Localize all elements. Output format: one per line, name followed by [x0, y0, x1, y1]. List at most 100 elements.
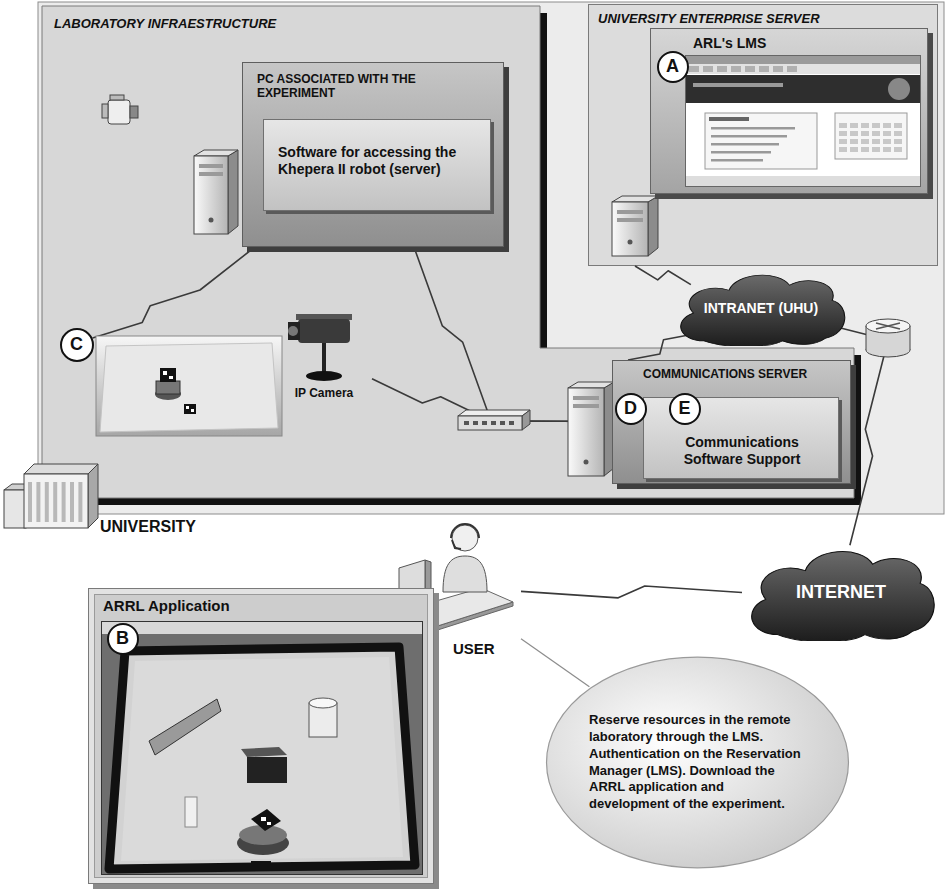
- callout-circle: C: [60, 328, 94, 362]
- arena-walls: [109, 647, 415, 869]
- router-body: [866, 326, 910, 350]
- ip-camera: IP Camera: [284, 312, 372, 414]
- stand-base: [306, 371, 342, 381]
- toolbar-button: [759, 66, 769, 72]
- calendar-cell: [850, 139, 858, 144]
- node-label: Reserve resources in the remote laborato…: [589, 712, 803, 813]
- user-torso: [443, 556, 487, 592]
- building-column: [28, 482, 32, 522]
- software-box: Software for accessing the Khepera II ro…: [263, 119, 491, 211]
- callout-letter: A: [659, 56, 686, 78]
- annex-front: [4, 490, 26, 528]
- calendar-cell: [883, 139, 891, 144]
- internet-cloud: INTERNET: [742, 545, 940, 641]
- calendar-cell: [894, 123, 902, 128]
- callout-circle: E: [669, 393, 701, 425]
- node-label: USER: [453, 640, 513, 658]
- router-arrows: [876, 323, 900, 329]
- calendar-cell: [850, 123, 858, 128]
- region-fill: [589, 5, 938, 266]
- router-icon: [866, 319, 910, 357]
- node-label: UNIVERSITY ENTERPRISE SERVER: [598, 11, 918, 27]
- calendar-cell: [872, 147, 880, 152]
- callout-letter: B: [109, 628, 136, 650]
- calendar-cell: [839, 123, 847, 128]
- toolbar-button: [703, 66, 713, 72]
- calendar-cell: [872, 123, 880, 128]
- router-body: [866, 326, 910, 350]
- calendar-cell: [883, 147, 891, 152]
- calendar-cell: [894, 131, 902, 136]
- headset: [451, 524, 479, 549]
- network-link: [635, 266, 691, 285]
- calendar-cell: [872, 139, 880, 144]
- block-top: [241, 747, 287, 757]
- lms-screenshot: [685, 55, 921, 187]
- marker-cell: [267, 822, 271, 825]
- calendar-cell: [894, 139, 902, 144]
- toolbar-button: [773, 66, 783, 72]
- router-edge: [910, 326, 911, 350]
- banner: [686, 75, 920, 103]
- calendar-cell: [883, 131, 891, 136]
- title-bar: [102, 622, 422, 634]
- small-block: [185, 797, 197, 827]
- footer: [686, 176, 920, 186]
- calendar-cell: [861, 123, 869, 128]
- calendar-cell: [883, 123, 891, 128]
- calendar-cell: [839, 147, 847, 152]
- node-label: INTRANET (UHU): [672, 300, 850, 317]
- lens: [288, 326, 298, 336]
- network-link: [521, 586, 742, 598]
- annex-roof: [4, 484, 30, 490]
- block-front: [247, 757, 287, 783]
- callout-circle: A: [657, 51, 689, 83]
- panel-line: [711, 135, 787, 138]
- panel-line: [711, 143, 779, 146]
- window: [102, 622, 423, 875]
- server-region: UNIVERSITY ENTERPRISE SERVER ARL's LMS A: [588, 4, 938, 266]
- robot-marker: [251, 809, 281, 831]
- server-box: COMMUNICATIONS SERVERDECommunications So…: [612, 360, 851, 484]
- arena-floor: [121, 657, 403, 861]
- node-label: LABORATORY INFRAESTRUCTURE: [54, 16, 354, 32]
- calendar-cell: [861, 139, 869, 144]
- note-ellipse: Reserve resources in the remote laborato…: [545, 655, 850, 870]
- node-label: ARL's LMS: [693, 35, 893, 52]
- content-panel: [705, 113, 817, 169]
- node-label: INTERNET: [742, 582, 940, 604]
- floor-marker: [251, 861, 271, 869]
- router-bottom: [866, 343, 910, 357]
- application-window: ARRL ApplicationB: [88, 588, 434, 884]
- ip-camera-icon: [284, 312, 364, 384]
- router-top: [866, 319, 910, 333]
- university-panel: [38, 2, 944, 514]
- banner-text-bar: [693, 83, 783, 87]
- camera-body: [298, 319, 350, 343]
- building-column: [36, 482, 40, 522]
- callout-letter: E: [671, 398, 698, 420]
- toolbar-button: [745, 66, 755, 72]
- router-edge: [866, 326, 867, 350]
- callout-circle: B: [107, 623, 139, 655]
- panel-heading: [709, 117, 749, 121]
- toolbar-button: [787, 66, 797, 72]
- calendar-cell: [861, 131, 869, 136]
- callout-circle: D: [615, 393, 647, 425]
- place-label: UNIVERSITY: [100, 517, 196, 536]
- calendar-cell: [850, 131, 858, 136]
- stand-pole: [322, 343, 326, 373]
- node-label: PC ASSOCIATED WITH THE EXPERIMENT: [257, 72, 435, 101]
- panel-line: [711, 159, 763, 162]
- calendar-cell: [872, 131, 880, 136]
- node-label: COMMUNICATIONS SERVER: [643, 367, 843, 381]
- ellipse-outline: [547, 657, 849, 868]
- calendar-cell: [839, 131, 847, 136]
- marker-cell: [261, 817, 266, 821]
- toolbar-button: [717, 66, 727, 72]
- user-head: [452, 525, 478, 551]
- banner-logo: [888, 78, 910, 100]
- panel-line: [711, 127, 795, 130]
- panel-line: [711, 151, 771, 154]
